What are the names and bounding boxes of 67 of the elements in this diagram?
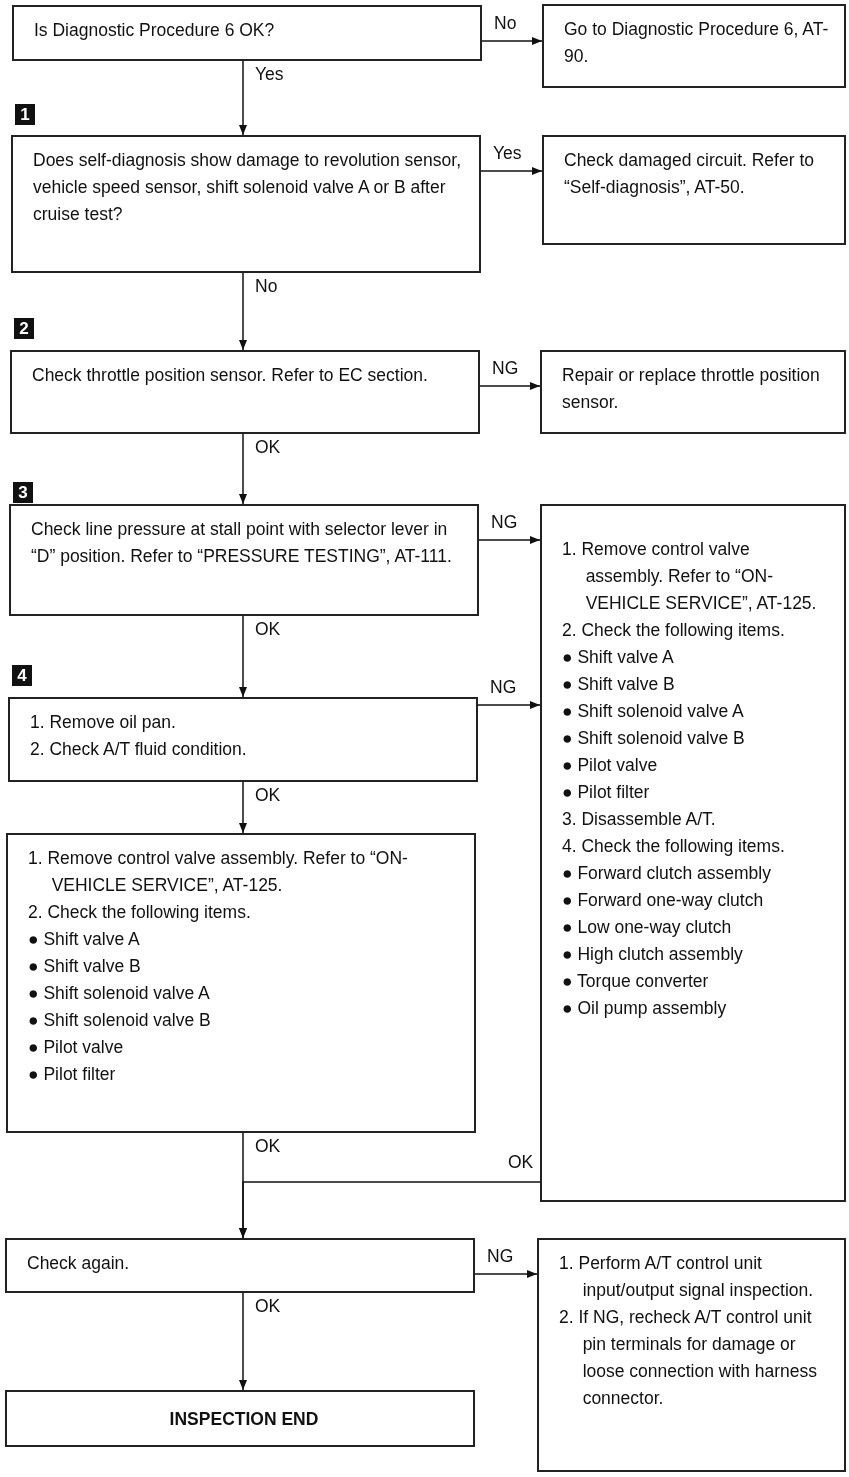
box-text: Is Diagnostic Procedure 6 OK? <box>34 19 276 42</box>
process-box <box>9 504 479 616</box>
box-text: ● Shift valve A <box>562 646 675 669</box>
arrow <box>478 535 541 545</box>
process-box <box>540 350 846 434</box>
arrow <box>238 781 248 834</box>
box-text: 2. If NG, recheck A/T control unit pin terminals for damage or loose connection with harness connector. <box>559 1306 819 1410</box>
box-text: ● Forward clutch assembly <box>562 862 772 885</box>
box-text: 2. Check the following items. <box>562 619 786 642</box>
step-number: 4 <box>12 665 32 686</box>
arrow <box>238 1292 248 1391</box>
box-text: 2. Check the following items. <box>28 901 252 924</box>
box-text: ● Shift solenoid valve B <box>562 727 746 750</box>
box-text: Check damaged circuit. Refer to “Self-diagnosis”, AT-50. <box>564 149 815 199</box>
box-text: 2. Check A/T fluid condition. <box>30 738 248 761</box>
box-text: ● Shift solenoid valve A <box>562 700 745 723</box>
step-number: 1 <box>15 104 35 125</box>
box-text: ● Forward one-way clutch <box>562 889 765 912</box>
box-text: Repair or replace throttle position sensor. <box>562 364 821 414</box>
process-box <box>11 135 481 273</box>
box-text: ● Pilot valve <box>562 754 659 777</box>
box-text: ● Pilot filter <box>28 1063 117 1086</box>
box-text: 1. Remove control valve assembly. Refer to “ON-VEHICLE SERVICE”, AT-125. <box>28 847 409 897</box>
box-text: Check again. <box>27 1252 131 1275</box>
box-text: Does self-diagnosis show damage to revolution sensor, vehicle speed sensor, shift solenoid valve A or B after cruise test? <box>33 149 462 226</box>
arrow <box>238 615 248 698</box>
step-number: 2 <box>14 318 34 339</box>
process-box <box>5 1238 475 1293</box>
box-text: ● Shift valve B <box>562 673 676 696</box>
arrow <box>238 433 248 505</box>
process-box <box>537 1238 846 1472</box>
arrow <box>477 700 541 710</box>
box-text: 4. Check the following items. <box>562 835 786 858</box>
process-box <box>6 833 476 1133</box>
process-box <box>10 350 480 434</box>
arrow <box>238 1181 541 1239</box>
box-text: ● Shift solenoid valve A <box>28 982 211 1005</box>
box-text: Go to Diagnostic Procedure 6, AT-90. <box>564 18 830 68</box>
box-text: ● Torque converter <box>562 970 710 993</box>
box-text: ● Low one-way clutch <box>562 916 733 939</box>
arrow <box>480 166 543 176</box>
box-text: 1. Remove control valve assembly. Refer to “ON-VEHICLE SERVICE”, AT-125. <box>562 538 818 615</box>
box-text: 1. Remove oil pan. <box>30 711 177 734</box>
box-text: ● Shift valve A <box>28 928 141 951</box>
box-text: 1. Perform A/T control unit input/output signal inspection. <box>559 1252 815 1302</box>
arrow <box>238 60 248 136</box>
process-box <box>8 697 478 782</box>
box-text: ● High clutch assembly <box>562 943 744 966</box>
arrow <box>238 272 248 351</box>
arrow <box>474 1269 538 1279</box>
box-text: ● Shift valve B <box>28 955 142 978</box>
process-box <box>542 4 846 88</box>
box-text: ● Oil pump assembly <box>562 997 728 1020</box>
arrow <box>479 381 541 391</box>
box-text: ● Pilot filter <box>562 781 651 804</box>
arrow <box>481 36 543 46</box>
process-box <box>540 504 846 1202</box>
box-text: Check throttle position sensor. Refer to EC section. <box>32 364 429 387</box>
process-box <box>542 135 846 245</box>
box-text: Check line pressure at stall point with selector lever in “D” position. Refer to “PRESSURE TESTING”, AT-111. <box>31 518 453 568</box>
process-box <box>5 1390 475 1447</box>
process-box <box>12 5 482 61</box>
box-text: INSPECTION END <box>168 1408 320 1431</box>
box-text: ● Pilot valve <box>28 1036 125 1059</box>
box-text: ● Shift solenoid valve B <box>28 1009 212 1032</box>
box-text: 3. Disassemble A/T. <box>562 808 717 831</box>
step-number: 3 <box>13 482 33 503</box>
